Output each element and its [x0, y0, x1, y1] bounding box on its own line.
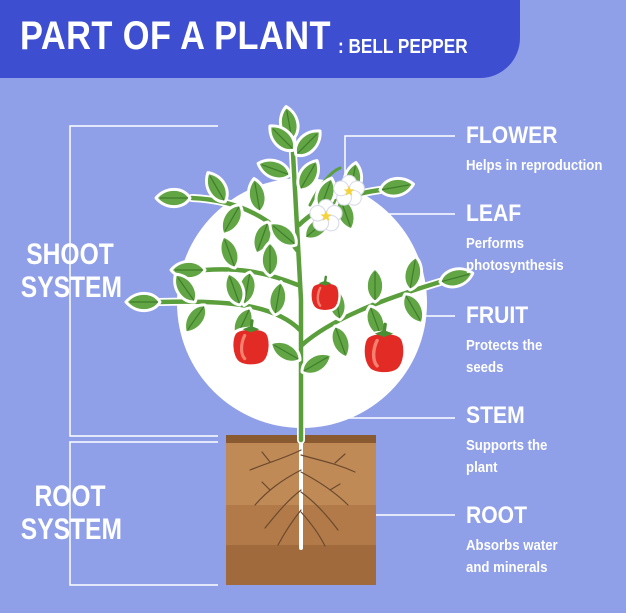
shoot-system-bracket: [69, 125, 218, 437]
part-name: LEAF: [466, 200, 522, 227]
stem: [156, 131, 444, 444]
part-name: ROOT: [466, 502, 528, 529]
page-title: PART OF A PLANT: [20, 14, 331, 58]
page-subtitle: : BELL PEPPER: [338, 36, 468, 58]
root-system-label: ROOT SYSTEM: [20, 480, 122, 546]
part-root: ROOT Absorbs water and minerals: [466, 502, 624, 579]
part-description: Helps in reproduction: [466, 157, 603, 174]
shoot-system-label: SHOOT SYSTEM: [20, 238, 122, 304]
part-flower: FLOWER Helps in reproduction: [466, 122, 624, 177]
part-name: FLOWER: [466, 122, 558, 149]
part-stem: STEM Supports the plant: [466, 402, 624, 479]
root-system-bracket: [69, 441, 218, 586]
part-name: STEM: [466, 402, 525, 429]
flower-leader-line: [344, 135, 455, 183]
part-leaf: LEAF Performs photosynthesis: [466, 200, 624, 277]
part-name: FRUIT: [466, 302, 529, 329]
part-description: Protects the seeds: [466, 337, 543, 376]
part-fruit: FRUIT Protects the seeds: [466, 302, 624, 379]
part-description: Absorbs water and minerals: [466, 537, 558, 576]
part-description: Performs photosynthesis: [466, 235, 564, 274]
part-description: Supports the plant: [466, 437, 548, 476]
title-banner: [0, 0, 520, 78]
roots: [249, 438, 356, 550]
